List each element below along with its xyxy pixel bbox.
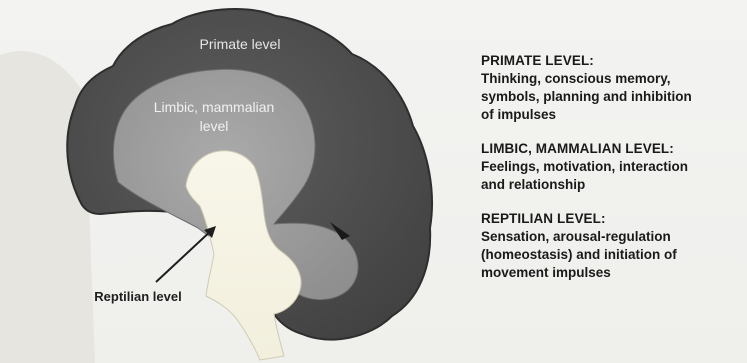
primate-legend-line: of impulses (481, 106, 743, 124)
reptilian-level-label: Reptilian level (94, 289, 181, 304)
primate-legend-line: symbols, planning and inhibition (481, 88, 743, 106)
primate-legend-title: PRIMATE LEVEL: (481, 52, 743, 70)
reptilian-legend-line: movement impulses (481, 264, 743, 282)
primate-level-label: Primate level (200, 36, 281, 52)
reptilian-legend-line: (homeostasis) and initiation of (481, 246, 743, 264)
triune-brain-diagram: Primate level Limbic, mammalian level Re… (0, 0, 470, 363)
primate-legend-line: Thinking, conscious memory, (481, 70, 743, 88)
reptilian-legend-title: REPTILIAN LEVEL: (481, 210, 743, 228)
primate-legend-block: PRIMATE LEVEL: Thinking, conscious memor… (481, 52, 743, 124)
limbic-level-label-line1: Limbic, mammalian (154, 99, 275, 115)
reptilian-pointer-arrow (156, 228, 214, 282)
limbic-level-label-line2: level (200, 118, 229, 134)
limbic-legend-title: LIMBIC, MAMMALIAN LEVEL: (481, 140, 743, 158)
limbic-legend-line: Feelings, motivation, interaction (481, 158, 743, 176)
level-legend: PRIMATE LEVEL: Thinking, conscious memor… (481, 52, 743, 298)
reptilian-legend-block: REPTILIAN LEVEL: Sensation, arousal-regu… (481, 210, 743, 282)
reptilian-legend-line: Sensation, arousal-regulation (481, 228, 743, 246)
limbic-legend-line: and relationship (481, 176, 743, 194)
limbic-legend-block: LIMBIC, MAMMALIAN LEVEL: Feelings, motiv… (481, 140, 743, 194)
